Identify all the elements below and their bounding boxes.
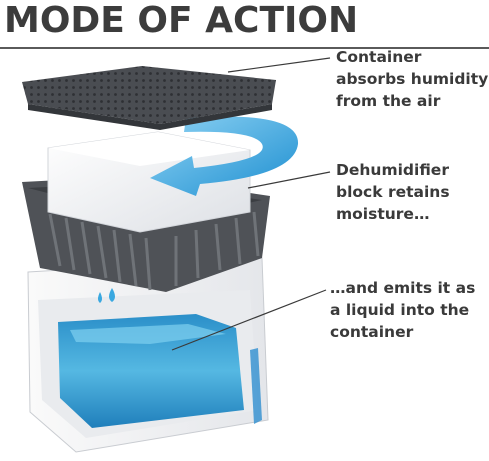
airflow-arrow-icon [150,116,299,196]
water-liquid [58,314,262,428]
lid [22,66,276,130]
dehumidifier-block [47,131,251,233]
water-drop-icon [98,288,115,303]
leader-lines [171,57,331,351]
page-title: MODE OF ACTION [4,0,359,41]
step-caption-retain: Dehumidifier block retains moisture… [336,161,450,223]
title-divider [0,47,489,49]
step-caption-emit: …and emits it as a liquid into the conta… [330,279,476,341]
step-caption-absorb: Container absorbs humidity from the air [336,48,489,110]
